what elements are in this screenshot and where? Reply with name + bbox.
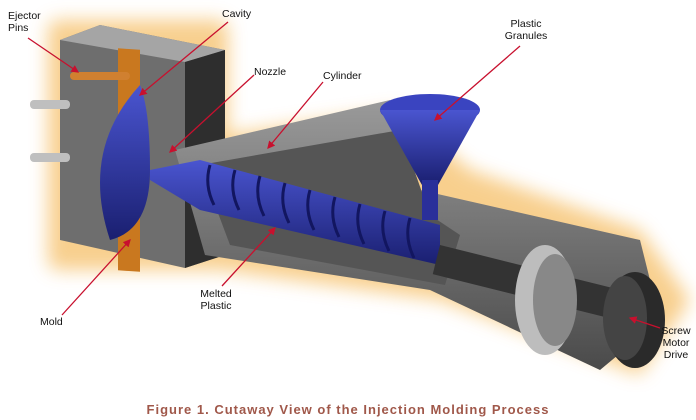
arrow-nozzle [169, 74, 255, 153]
label-line: Ejector [8, 10, 41, 22]
arrow-cavity [138, 21, 229, 96]
figure-caption: Figure 1. Cutaway View of the Injection … [146, 402, 550, 417]
arrow-plastic-granules [434, 45, 521, 121]
arrow-mold [61, 239, 131, 316]
label-mold: Mold [40, 316, 63, 328]
label-cylinder: Cylinder [323, 70, 362, 82]
arrow-ejector-pins [27, 37, 80, 73]
label-cavity: Cavity [222, 8, 252, 20]
label-nozzle: Nozzle [254, 66, 287, 78]
label-line: Granules [504, 30, 548, 42]
label-line: Screw [661, 325, 691, 337]
label-line: Pins [8, 22, 29, 34]
label-line: Motor [662, 337, 690, 349]
label-line: Plastic [510, 18, 542, 30]
callout-arrows [27, 21, 661, 329]
label-line: Drive [663, 349, 689, 361]
label-line: Melted [200, 288, 232, 300]
arrow-screw-motor-drive [628, 316, 661, 329]
label-line: Plastic [200, 300, 232, 312]
cavity-plastic [100, 85, 150, 240]
arrow-cylinder [267, 81, 324, 149]
arrow-melted-plastic [221, 227, 276, 287]
